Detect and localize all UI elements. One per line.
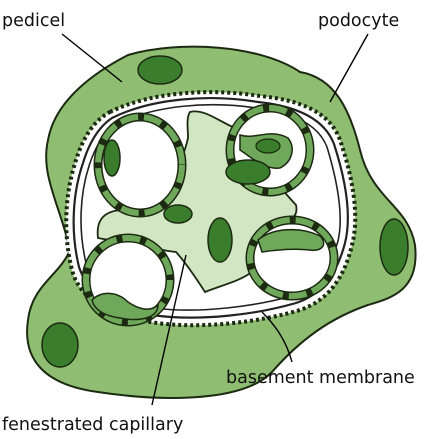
- capillary-loop-bottom-right: [250, 220, 334, 296]
- label-podocyte: podocyte: [318, 11, 399, 31]
- podocyte-nucleus: [42, 323, 78, 367]
- capillary-loop-top-left: [98, 117, 182, 213]
- podocyte-nucleus: [138, 56, 182, 84]
- podocyte-leader: [330, 34, 368, 102]
- mesangial-nucleus: [164, 205, 192, 223]
- mesangial-nucleus: [226, 160, 270, 184]
- label-fenestrated-capillary: fenestrated capillary: [2, 415, 183, 435]
- podocyte-nucleus: [380, 219, 408, 275]
- capillary-loop-bottom-left: [86, 238, 170, 322]
- pedicel-leader: [62, 34, 122, 82]
- label-basement-membrane: basement membrane: [226, 368, 415, 388]
- mesangial-nucleus: [208, 218, 232, 262]
- endothelial-nucleus: [104, 140, 120, 176]
- label-pedicel: pedicel: [2, 11, 65, 31]
- endothelial-nucleus: [256, 139, 280, 153]
